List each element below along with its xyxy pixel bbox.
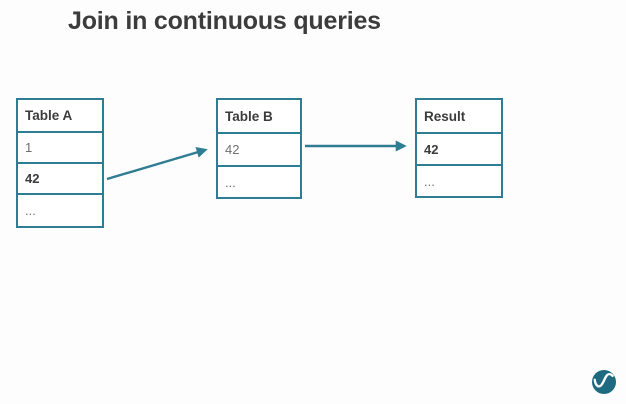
table-a-header: Table A — [25, 108, 73, 123]
table-b-row-ellipsis: ... — [218, 165, 300, 197]
table-b-header: Table B — [225, 108, 273, 124]
table-a-row: 1 — [18, 131, 102, 162]
result-table-row-match: 42 — [417, 132, 501, 164]
table-b: Table B 42 ... — [216, 98, 302, 199]
wave-logo-icon — [592, 370, 616, 394]
table-a-row-match: 42 — [18, 162, 102, 193]
table-a-row-ellipsis: ... — [18, 193, 102, 226]
result-table: Result 42 ... — [415, 98, 503, 198]
arrow-table-a-to-table-b — [106, 147, 208, 181]
result-table-header: Result — [424, 108, 466, 124]
slide-title: Join in continuous queries — [68, 7, 381, 35]
table-b-row-match: 42 — [218, 132, 300, 165]
table-a: Table A 1 42 ... — [16, 98, 104, 228]
result-table-row-ellipsis: ... — [417, 164, 501, 196]
